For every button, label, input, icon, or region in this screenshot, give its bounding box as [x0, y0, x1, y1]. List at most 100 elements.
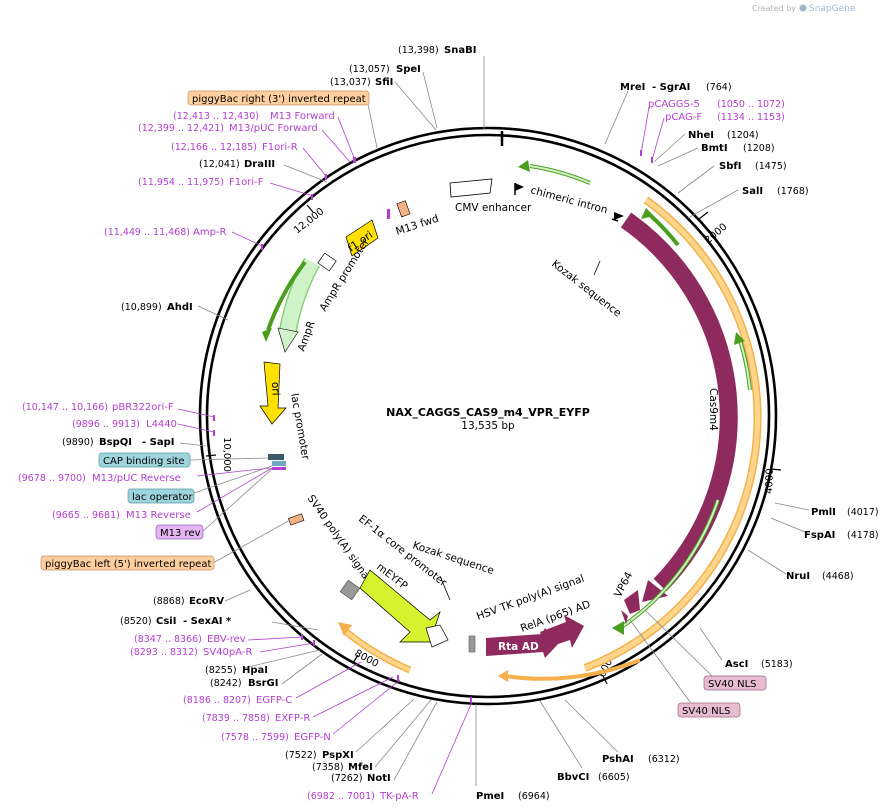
- site-fspai-name: FspAI: [804, 530, 835, 541]
- primer-m13fwd-range: (12,413 .. 12,430): [173, 111, 259, 122]
- watermark-prefix: Created by: [752, 4, 796, 13]
- primer-pcaggs5-range: (1050 .. 1072): [717, 99, 785, 110]
- box-piggybac-left: [40, 555, 215, 571]
- kozak1-flag: [611, 212, 624, 222]
- site-spei-pos: (13,057): [349, 64, 390, 75]
- site-mrei-pos: (764): [706, 82, 732, 93]
- primer-ebvrev-range: (8347 .. 8366): [134, 634, 202, 645]
- primer-pcagf-range: (1134 .. 1153): [717, 112, 785, 123]
- ampr-label: AmpR: [296, 319, 318, 353]
- plasmid-size: 13,535 bp: [461, 420, 515, 432]
- box-sv40-nls-1: [677, 702, 741, 718]
- primer-egfpn-name: EGFP-N: [294, 732, 331, 743]
- site-pmli-name: PmlI: [811, 507, 836, 518]
- box-lac-operator: [127, 488, 195, 504]
- m13-fwd-marker: [396, 200, 411, 218]
- plasmid-name: NAX_CAGGS_CAS9_m4_VPR_EYFP: [386, 406, 590, 419]
- tick-10000: 10,000: [205, 437, 232, 472]
- site-ahdi-name: AhdI: [167, 302, 193, 313]
- site-dra-pos: (12,041): [199, 159, 240, 170]
- site-sapi-name: - SapI: [142, 437, 174, 448]
- cap-marker: [268, 454, 284, 460]
- site-sfii-name: SfiI: [375, 77, 393, 88]
- tick-2000: 2000: [698, 211, 730, 247]
- m13-fwd-label: M13 fwd: [394, 213, 440, 238]
- meyfp-arrow: [359, 569, 441, 643]
- cas9-label: Cas9m4: [707, 388, 719, 431]
- svg-text:piggyBac left (5') inverted re: piggyBac left (5') inverted repeat: [45, 559, 211, 570]
- cmv-label: CMV enhancer: [455, 202, 532, 214]
- rta-label: Rta AD: [498, 641, 539, 653]
- site-nrui-name: NruI: [786, 571, 810, 582]
- site-bbvci-pos: (6605): [598, 772, 630, 783]
- site-snabi-name: SnaBI: [444, 45, 476, 56]
- box-piggybac-right: [187, 90, 370, 106]
- primer-l4440-name: L4440: [146, 419, 177, 430]
- site-pmli-pos: (4017): [847, 507, 879, 518]
- svg-text:SV40 NLS: SV40 NLS: [708, 679, 757, 690]
- site-nhei-pos: (1204): [727, 130, 759, 141]
- lac-promoter-label: lac promoter: [288, 392, 312, 461]
- site-sexai-name: - SexAI *: [183, 616, 232, 627]
- snapgene-logo-icon: [799, 4, 807, 12]
- site-pspxi-name: PspXI: [322, 750, 354, 761]
- primer-pcagf-name: pCAG-F: [665, 112, 702, 123]
- primer-tkpar-range: (6982 .. 7001): [307, 791, 375, 802]
- primer-f1orif-range: (11,954 .. 11,975): [138, 177, 224, 188]
- cmv-enhancer-box: [449, 178, 493, 198]
- primer-marks: [213, 150, 653, 703]
- primer-m13puc-range: (12,399 .. 12,421): [138, 123, 224, 134]
- primer-l4440-range: (9896 .. 9913): [72, 419, 140, 430]
- svg-text:2000: 2000: [703, 222, 730, 247]
- site-pspxi-pos: (7522): [285, 750, 317, 761]
- cas9-arc: [620, 212, 738, 592]
- piggybac-left-marker: [288, 513, 305, 526]
- site-mfei-pos: (7358): [312, 762, 344, 773]
- site-bsrgi-pos: (8242): [210, 678, 242, 689]
- primer-pcaggs5-name: pCAGGS-5: [648, 99, 700, 110]
- site-sgrai-name: - SgrAI: [652, 82, 690, 93]
- site-pmei-pos: (6964): [518, 791, 550, 802]
- backbone-inner: [205, 133, 771, 699]
- tick-4000: 4000: [764, 468, 782, 494]
- chimeric-intron-flag: [514, 183, 524, 195]
- site-sbfi-name: SbfI: [719, 161, 741, 172]
- site-mfei-name: MfeI: [348, 762, 373, 773]
- primer-tkpar-name: TK-pA-R: [379, 791, 419, 802]
- site-spei-name: SpeI: [396, 64, 421, 75]
- primer-exfpr-name: EXFP-R: [275, 713, 310, 724]
- site-bmti-pos: (1208): [743, 143, 775, 154]
- primer-m13puc-name: M13/pUC Forward: [229, 123, 318, 134]
- site-noti-name: NotI: [367, 773, 391, 784]
- primer-f1orir-range: (12,166 .. 12,185): [171, 142, 257, 153]
- site-csii-name: CsiI: [156, 616, 176, 627]
- primer-f1orif-name: F1ori-F: [229, 177, 264, 188]
- lac-op-marker: [272, 461, 286, 466]
- site-pshai-name: PshAI: [602, 754, 634, 765]
- svg-text:lac operator: lac operator: [132, 492, 193, 503]
- site-bspqi-pos: (9890): [62, 437, 94, 448]
- rta-arrow: [486, 628, 558, 658]
- site-fspai-pos: (4178): [847, 530, 879, 541]
- box-sv40-nls-2: [703, 675, 767, 691]
- site-asci-name: AscI: [725, 659, 748, 670]
- ampr-promoter-label: AmpR promoter: [317, 236, 372, 314]
- primer-egfpn-range: (7578 .. 7599): [221, 732, 289, 743]
- sv40-polya-box: [339, 579, 361, 601]
- primer-m13rev-name: M13 Reverse: [126, 510, 191, 521]
- primer-sv40par-range: (8293 .. 8312): [130, 647, 198, 658]
- primer-egfpc-name: EGFP-C: [256, 695, 292, 706]
- ampr-promoter-box: [317, 252, 337, 272]
- primer-m13pucrev-range: (9678 .. 9700): [18, 473, 86, 484]
- site-sfii-pos: (13,037): [330, 77, 371, 88]
- box-m13-rev: [155, 524, 204, 540]
- primer-sv40par-name: SV40pA-R: [203, 647, 252, 658]
- sv40-polya-label: SV40 poly(A) signal: [305, 493, 374, 584]
- primer-ampr-name: Amp-R: [193, 227, 227, 238]
- vp64-arrow: [624, 590, 640, 614]
- f1-ori-arrow: [345, 219, 379, 257]
- site-bspqi-name: BspQI: [99, 437, 132, 448]
- box-cap: [98, 452, 191, 468]
- primer-f1orir-name: F1ori-R: [262, 142, 298, 153]
- site-hpai-name: HpaI: [242, 665, 268, 676]
